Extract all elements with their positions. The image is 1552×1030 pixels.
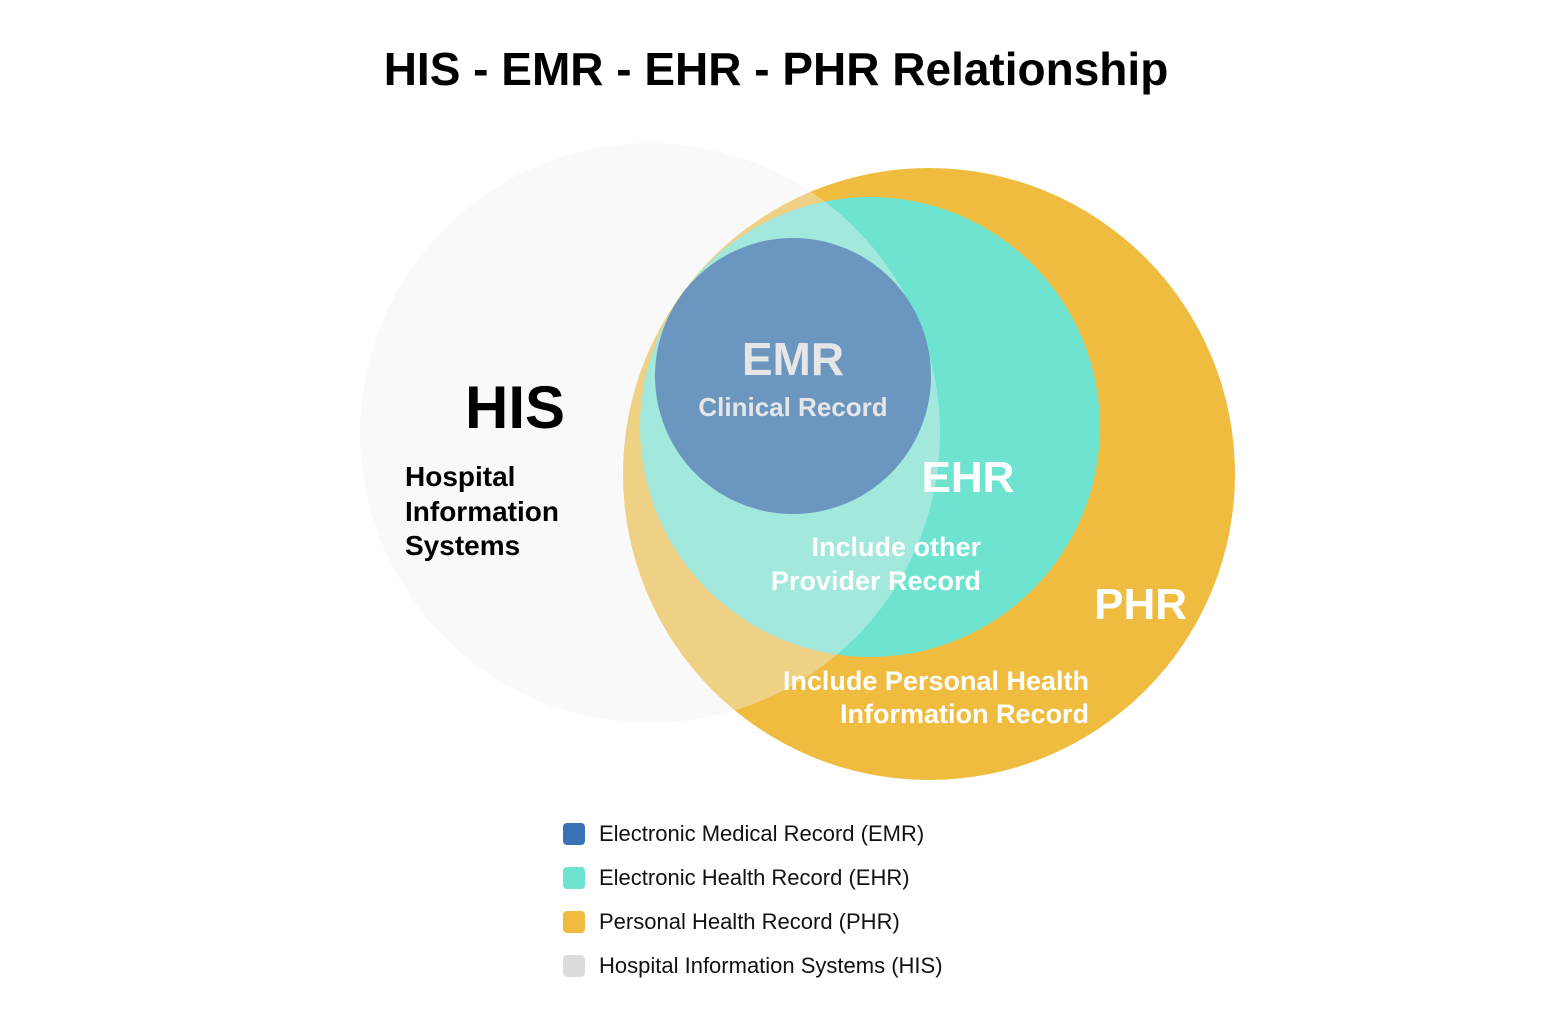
his-desc-3: Systems — [405, 530, 520, 561]
legend-item-emr[interactable]: Electronic Medical Record (EMR) — [563, 812, 943, 856]
phr-desc-2: Information Record — [840, 699, 1089, 729]
emr-desc: Clinical Record — [698, 392, 887, 422]
legend-label: Hospital Information Systems (HIS) — [599, 953, 943, 978]
legend-swatch-ehr — [563, 867, 585, 889]
ehr-label: EHR — [922, 453, 1015, 502]
diagram-title: HIS - EMR - EHR - PHR Relationship — [383, 43, 1169, 95]
emr-label: EMR — [742, 333, 844, 385]
venn-diagram: HIS Hospital Information Systems EMR Cli… — [405, 168, 1235, 780]
phr-label: PHR — [1094, 580, 1187, 629]
legend-swatch-his — [563, 955, 585, 977]
ehr-desc-2: Provider Record — [771, 566, 981, 596]
phr-desc-1: Include Personal Health — [783, 666, 1089, 696]
emr-circle — [655, 238, 931, 514]
legend-item-ehr[interactable]: Electronic Health Record (EHR) — [563, 856, 943, 900]
legend-label: Electronic Health Record (EHR) — [599, 865, 910, 890]
ehr-desc-1: Include other — [811, 532, 981, 562]
his-desc-2: Information — [405, 496, 559, 527]
legend-item-phr[interactable]: Personal Health Record (PHR) — [563, 900, 943, 944]
legend-swatch-emr — [563, 823, 585, 845]
legend-item-his[interactable]: Hospital Information Systems (HIS) — [563, 944, 943, 988]
his-desc-1: Hospital — [405, 461, 515, 492]
legend: Electronic Medical Record (EMR) Electron… — [563, 812, 943, 988]
legend-label: Personal Health Record (PHR) — [599, 909, 900, 934]
legend-label: Electronic Medical Record (EMR) — [599, 821, 925, 846]
legend-swatch-phr — [563, 911, 585, 933]
his-label: HIS — [465, 374, 565, 441]
